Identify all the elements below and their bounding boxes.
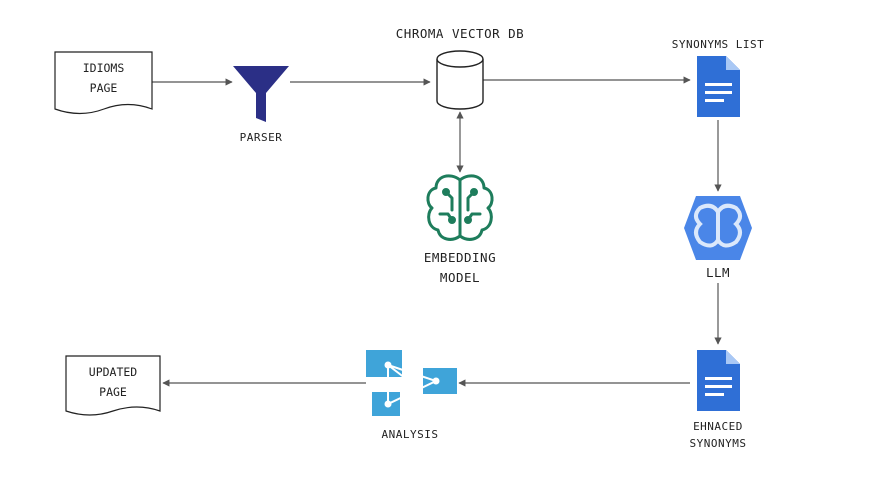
embedding-model-label: EMBEDDING MODEL (410, 248, 510, 288)
parser-label: PARSER (239, 131, 283, 144)
llm-label: LLM (705, 265, 731, 280)
updated-page-line2: PAGE (99, 385, 127, 399)
analysis-label: ANALYSIS (381, 428, 439, 441)
llm-hexagon-icon (684, 196, 752, 260)
embedding-model-line1: EMBEDDING (423, 250, 497, 265)
updated-page-line1: UPDATED (88, 365, 138, 379)
brain-circuit-icon (426, 174, 494, 241)
enhanced-synonyms-line1: EHNACED (693, 420, 743, 433)
funnel-icon (233, 66, 289, 122)
updated-page-shape (65, 355, 161, 416)
chroma-db-label: CHROMA VECTOR DB (395, 26, 525, 41)
database-cylinder-icon (436, 50, 484, 110)
embedding-model-line2: MODEL (439, 270, 481, 285)
synonyms-list-label: SYNONYMS LIST (671, 38, 765, 51)
file-text-icon (697, 56, 740, 117)
enhanced-synonyms-label: EHNACED SYNONYMS (678, 418, 758, 452)
enhanced-synonyms-line2: SYNONYMS (689, 437, 747, 450)
idioms-page-line2: PAGE (89, 81, 118, 95)
file-text-icon (697, 350, 740, 411)
idioms-page-label: IDIOMS PAGE (55, 58, 152, 98)
analysis-icon (366, 350, 457, 416)
idioms-page-shape (54, 51, 153, 115)
updated-page-label: UPDATED PAGE (66, 362, 160, 402)
idioms-page-line1: IDIOMS (82, 61, 125, 75)
